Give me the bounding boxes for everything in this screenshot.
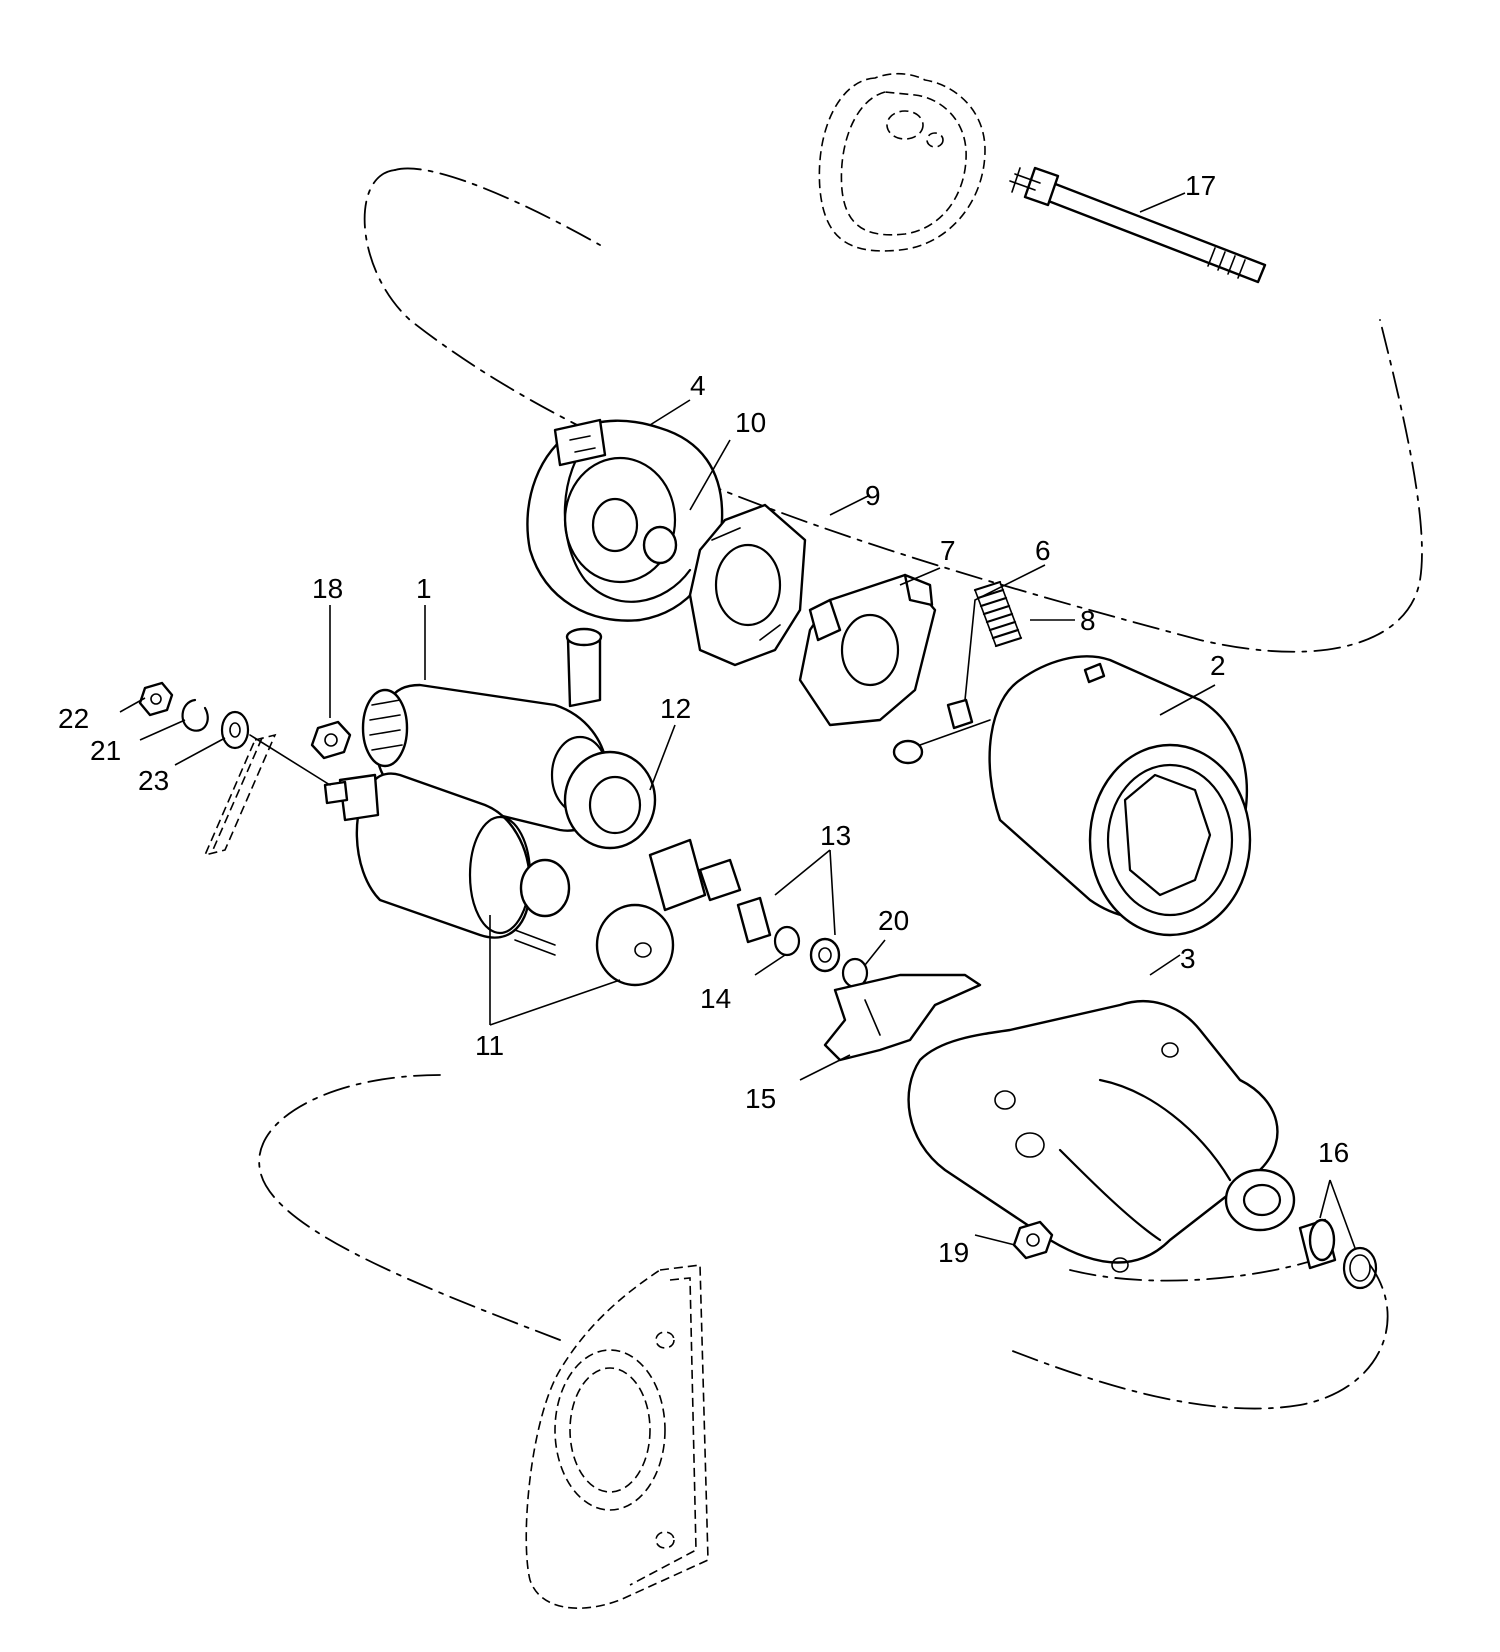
terminal-stud-line xyxy=(249,734,331,786)
lower-assembly-outline xyxy=(258,1074,1389,1410)
callout-19: 19 xyxy=(938,1237,969,1268)
lower-ghost-plate xyxy=(525,1264,709,1609)
leader-lines xyxy=(119,192,1356,1249)
callout-6: 6 xyxy=(1035,535,1051,566)
pinion-stop-collar xyxy=(736,896,772,944)
drive-end-housing xyxy=(907,1000,1296,1273)
brush-plate xyxy=(688,503,807,667)
callout-23: 23 xyxy=(138,765,169,796)
callout-2: 2 xyxy=(1210,650,1226,681)
callout-14: 14 xyxy=(700,983,731,1014)
callout-1: 1 xyxy=(416,573,432,604)
callout-15: 15 xyxy=(745,1083,776,1114)
callout-16: 16 xyxy=(1318,1137,1349,1168)
callout-18: 18 xyxy=(312,573,343,604)
solenoid xyxy=(323,772,571,956)
yoke-field-frame xyxy=(988,655,1252,937)
upper-ghost-plate xyxy=(818,72,986,252)
callout-7: 7 xyxy=(940,535,956,566)
circlip xyxy=(773,925,801,957)
commutator-end-cover xyxy=(526,418,724,622)
callout-12: 12 xyxy=(660,693,691,724)
callout-22: 22 xyxy=(58,703,89,734)
upper-assembly-outline xyxy=(363,167,1423,653)
brush-spring xyxy=(973,580,1023,648)
housing-nut xyxy=(1012,1220,1054,1260)
callout-20: 20 xyxy=(878,905,909,936)
terminal-nut-18 xyxy=(310,720,352,760)
through-bolt xyxy=(1009,166,1267,284)
callout-17: 17 xyxy=(1185,170,1216,201)
brush xyxy=(892,698,991,765)
callout-4: 4 xyxy=(690,370,706,401)
callout-11: 11 xyxy=(475,1030,504,1061)
callout-10: 10 xyxy=(735,407,766,438)
callout-21: 21 xyxy=(90,735,121,766)
callout-labels: 1 2 3 4 6 7 8 9 10 11 12 13 14 15 16 17 … xyxy=(58,170,1349,1268)
callout-13: 13 xyxy=(820,820,851,851)
terminal-nut-22 xyxy=(138,681,174,717)
left-ghost-bracket xyxy=(203,733,277,857)
drive-end-ring xyxy=(1342,1246,1378,1290)
callout-3: 3 xyxy=(1180,943,1196,974)
drive-end-bush xyxy=(1298,1218,1337,1270)
callout-8: 8 xyxy=(1080,605,1096,636)
bushing-pin xyxy=(565,627,603,708)
lock-washer-21 xyxy=(181,698,209,732)
engagement-lever xyxy=(823,973,982,1062)
brush-holder xyxy=(798,573,937,727)
solenoid-end-cap xyxy=(595,903,675,987)
drive-pinion xyxy=(563,750,742,912)
plain-washer-23 xyxy=(220,710,250,750)
callout-9: 9 xyxy=(865,480,881,511)
thrust-collar xyxy=(809,937,841,973)
